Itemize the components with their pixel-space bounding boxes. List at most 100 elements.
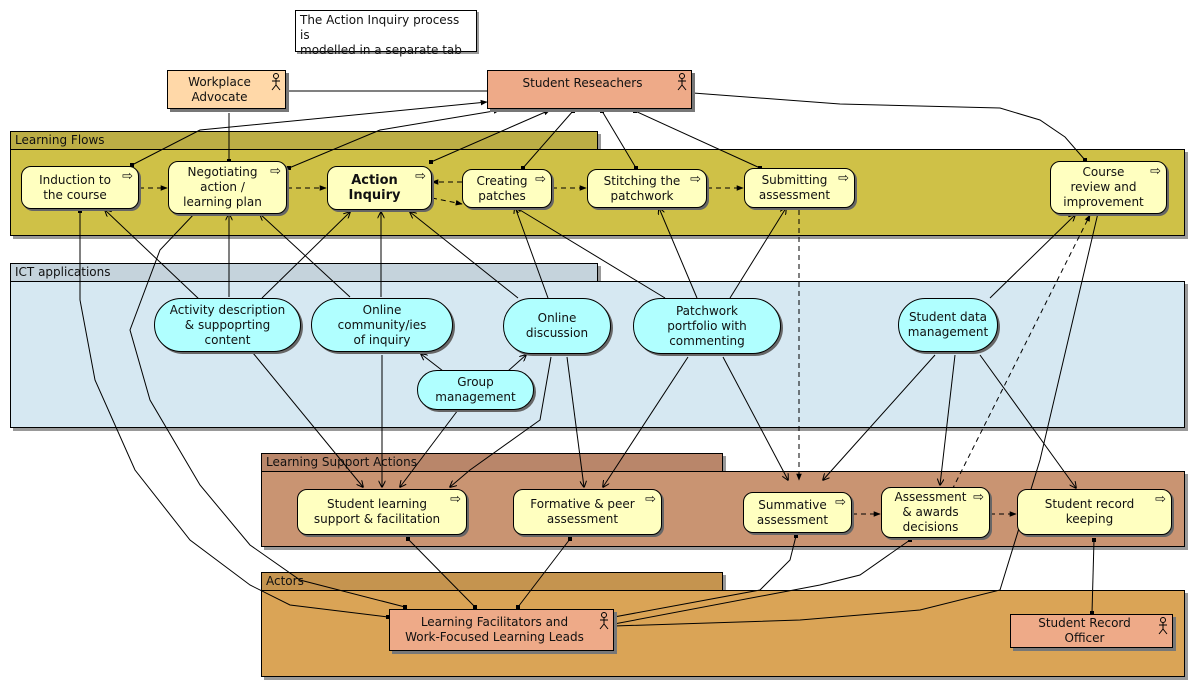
app-label: discussion [525, 326, 589, 340]
app-label: Group [457, 375, 494, 389]
process-label: Submitting [761, 173, 828, 187]
process-label: Inquiry [348, 188, 401, 203]
link [78, 209, 390, 619]
link [421, 354, 444, 372]
process-arrow-icon: ⇨ [1150, 164, 1161, 179]
link [566, 356, 584, 487]
actor-label: Workplace [188, 74, 251, 89]
process-label: Summative [758, 497, 827, 512]
process-label: & awards [902, 505, 959, 519]
link [729, 208, 786, 299]
link [515, 207, 549, 299]
process-arrow-icon: ⇨ [270, 164, 281, 179]
annotation-note: The Action Inquiry process is modelled i… [295, 10, 477, 57]
process-label: Assessment [894, 490, 967, 504]
process-label: improvement [1063, 195, 1144, 209]
process-label: keeping [1065, 512, 1114, 526]
process-label: Student learning [326, 497, 427, 511]
note-line: modelled in a separate tab [300, 43, 462, 57]
process-arrow-icon: ⇨ [838, 171, 849, 186]
process-label: review and [1070, 180, 1137, 194]
flow [431, 197, 463, 206]
link [823, 354, 936, 480]
app-label: of inquiry [353, 332, 411, 347]
app-label: Patchwork [675, 303, 738, 318]
process-label: learning plan [183, 195, 262, 209]
process-arrow-icon: ⇨ [535, 172, 546, 187]
actor-label: Advocate [191, 89, 248, 104]
app-label: Online [537, 311, 577, 325]
link [429, 109, 551, 164]
process-arrow-icon: ⇨ [415, 169, 426, 184]
process-label: Course [1082, 165, 1125, 179]
link [603, 356, 689, 487]
link [129, 211, 407, 609]
link [940, 354, 956, 485]
process-label: Student record [1044, 497, 1135, 511]
process-arrow-icon: ⇨ [122, 169, 133, 184]
process-label: Action [351, 173, 398, 188]
process-label: decisions [902, 520, 959, 534]
link [600, 109, 638, 170]
link [130, 99, 488, 167]
link [612, 212, 1099, 628]
link [659, 208, 698, 299]
process-label: Stitching the [603, 173, 681, 188]
link [612, 534, 798, 619]
link [612, 538, 912, 626]
actor-label: Officer [1064, 631, 1105, 645]
app-label: Online [362, 302, 402, 317]
process-arrow-icon: ⇨ [690, 172, 701, 187]
actor-label: Work-Focused Learning Leads [405, 630, 584, 644]
app-label: commenting [669, 333, 745, 348]
process-arrow-icon: ⇨ [835, 495, 846, 510]
process-label: action / [200, 180, 245, 194]
process-arrow-icon: ⇨ [973, 490, 984, 505]
process-label: Induction to [39, 172, 111, 187]
process-label: the course [43, 187, 107, 202]
process-label: support & facilitation [313, 512, 441, 526]
actor-icon [677, 73, 687, 91]
link [507, 355, 526, 372]
app-label: content [204, 332, 251, 347]
link [691, 91, 1087, 162]
process-label: patches [478, 188, 526, 203]
process-label: Negotiating [187, 165, 258, 179]
link [1090, 538, 1096, 615]
link [406, 537, 477, 609]
note-line: The Action Inquiry process is [300, 13, 460, 42]
process-label: assessment [756, 512, 829, 527]
link [410, 212, 519, 299]
link [989, 215, 1075, 299]
app-label: community/ies [337, 317, 427, 332]
actor-label: Student Reseachers [522, 76, 643, 90]
actor-student-researchers[interactable]: Student Reseachers [487, 70, 692, 109]
link [252, 352, 363, 487]
link [450, 356, 552, 487]
process-label: assessment [758, 188, 831, 202]
app-label: Activity description [169, 302, 286, 317]
link [400, 409, 459, 487]
link [633, 109, 762, 170]
